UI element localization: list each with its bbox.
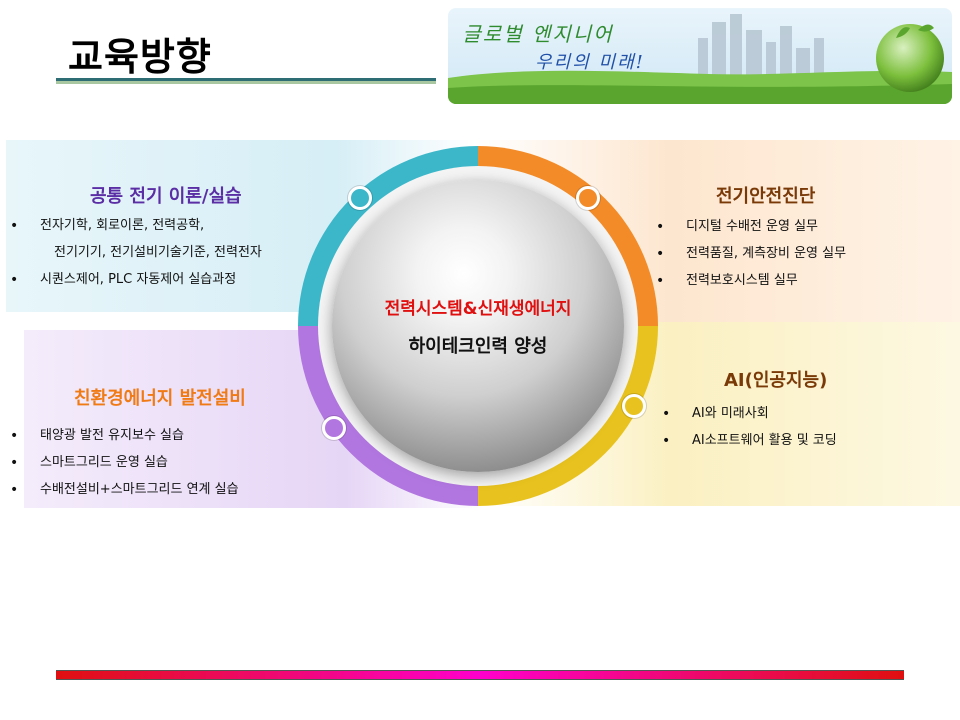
- banner-slogan-1: 글로벌 엔지니어: [462, 22, 614, 46]
- heading-electrical-safety: 전기안전진단: [716, 186, 816, 207]
- list-item: 전력품질, 계측장비 운영 실무: [656, 245, 846, 272]
- list-item: 디지털 수배전 운영 실무: [656, 218, 846, 245]
- banner-slogan-2: 우리의 미래!: [535, 52, 645, 73]
- heading-common-theory: 공통 전기 이론/실습: [90, 186, 242, 207]
- heading-green-energy: 친환경에너지 발전설비: [74, 388, 246, 409]
- ring-dot-yellow: [622, 394, 646, 418]
- ring-dot-orange: [576, 186, 600, 210]
- ring-dot-purple: [322, 416, 346, 440]
- list-item: 태양광 발전 유지보수 실습: [10, 427, 239, 454]
- list-electrical-safety: 디지털 수배전 운영 실무 전력품질, 계측장비 운영 실무 전력보호시스템 실…: [656, 218, 846, 299]
- heading-ai: AI(인공지능): [724, 370, 828, 391]
- list-common-theory: 전자기학, 회로이론, 전력공학, 전기기기, 전기설비기술기준, 전력전자 시…: [10, 217, 262, 298]
- list-item: 전기기기, 전기설비기술기준, 전력전자: [54, 245, 262, 260]
- list-green-energy: 태양광 발전 유지보수 실습 스마트그리드 운영 실습 수배전설비+스마트그리드…: [10, 427, 239, 508]
- banner-illustration: [448, 8, 952, 104]
- list-item: 스마트그리드 운영 실습: [10, 454, 239, 481]
- list-ai: AI와 미래사회 AI소프트웨어 활용 및 코딩: [662, 405, 837, 459]
- title-underline: [56, 78, 436, 84]
- list-item: AI와 미래사회: [662, 405, 837, 432]
- list-item: 전자기학, 회로이론, 전력공학,: [10, 217, 262, 244]
- banner-image: 글로벌 엔지니어 우리의 미래!: [448, 8, 952, 104]
- list-item: 수배전설비+스마트그리드 연계 실습: [10, 481, 239, 508]
- ring-dot-teal: [348, 186, 372, 210]
- footer-bar: [56, 670, 904, 680]
- page-title: 교육방향: [68, 35, 212, 79]
- list-item: 시퀀스제어, PLC 자동제어 실습과정: [10, 271, 262, 298]
- list-item: AI소프트웨어 활용 및 코딩: [662, 432, 837, 459]
- center-sphere: [332, 180, 624, 472]
- center-subtitle: 하이테크인력 양성: [408, 336, 548, 357]
- center-title: 전력시스템&신재생에너지: [384, 299, 572, 319]
- list-item: 전력보호시스템 실무: [656, 272, 846, 299]
